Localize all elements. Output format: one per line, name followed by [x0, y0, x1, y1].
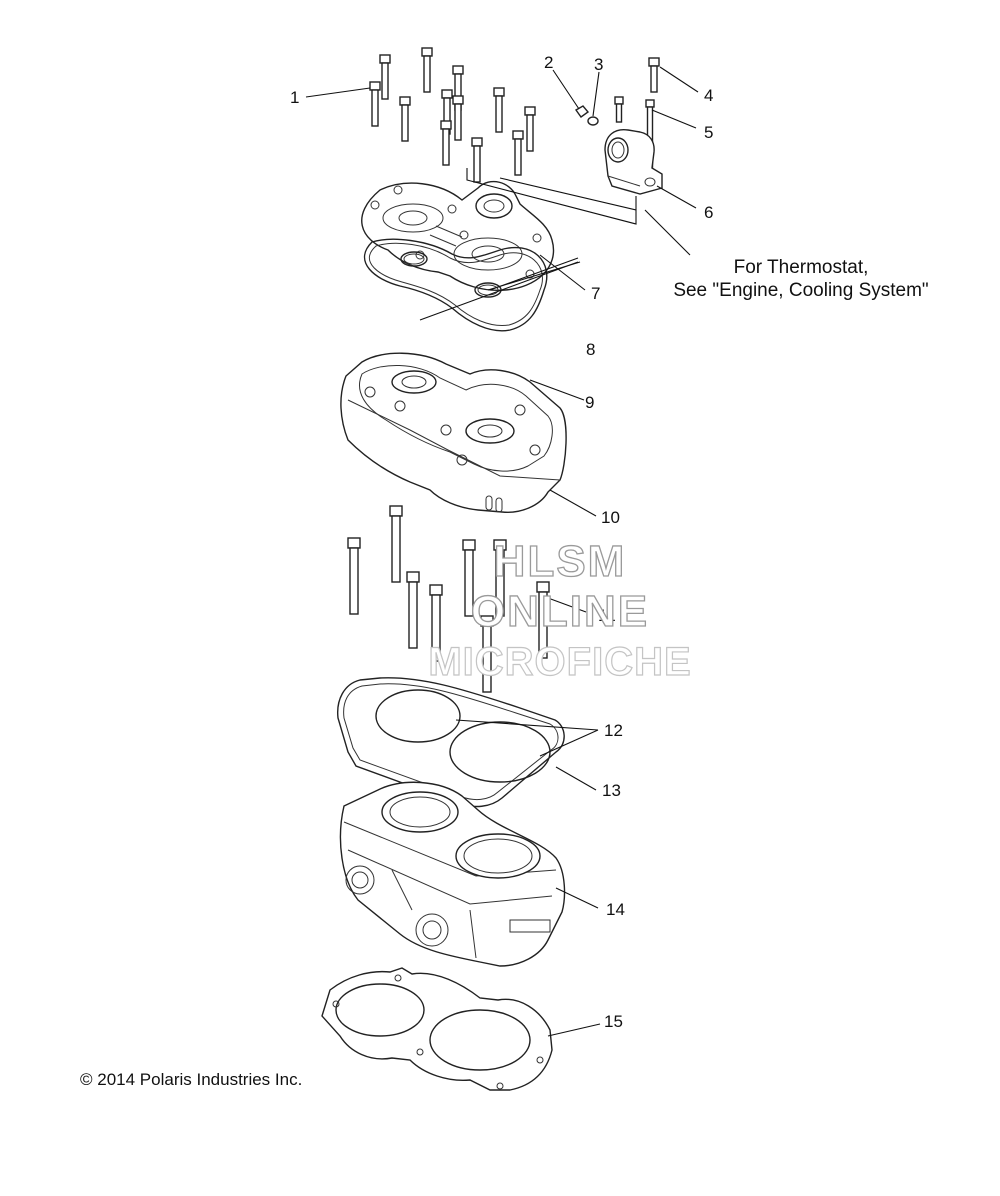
callout-4: 4 [704, 86, 714, 105]
leader-lines [305, 66, 699, 1037]
callout-5: 5 [704, 123, 714, 142]
cylinder-seal-gasket [337, 677, 565, 808]
thermostat-housing-group [574, 57, 663, 195]
bolt [347, 537, 361, 615]
thermostat-note: For Thermostat, See "Engine, Cooling Sys… [646, 256, 956, 302]
washer-3 [587, 116, 599, 126]
head-cover [361, 180, 555, 292]
bolt [440, 120, 452, 166]
bolt [421, 47, 433, 93]
thermostat-note-line-2: See "Engine, Cooling System" [673, 280, 929, 301]
bolt [429, 584, 443, 662]
callout-7: 7 [591, 284, 601, 303]
copyright-notice: © 2014 Polaris Industries Inc. [80, 1070, 303, 1089]
bolt [462, 539, 476, 617]
callout-2: 2 [544, 53, 554, 72]
bolt [493, 539, 507, 617]
callout-10: 10 [601, 508, 620, 527]
bolt [524, 106, 536, 152]
bolt-small [614, 96, 624, 123]
thermostat-reference-bracket [466, 168, 691, 256]
bolt [406, 571, 420, 649]
callout-3: 3 [594, 55, 604, 74]
cylinder-block [339, 781, 566, 967]
head-cover-bolts [369, 47, 536, 183]
bolt [452, 95, 464, 141]
callout-13: 13 [602, 781, 621, 800]
callout-14: 14 [606, 900, 625, 919]
callout-1: 1 [290, 88, 300, 107]
callout-6: 6 [704, 203, 714, 222]
bolt [536, 581, 550, 659]
callout-8: 8 [586, 340, 596, 359]
thermostat-note-line-1: For Thermostat, [733, 257, 869, 278]
cylinder-head [340, 352, 567, 513]
callout-9: 9 [585, 393, 595, 412]
bolt [471, 137, 483, 183]
callout-11: 11 [598, 606, 616, 625]
bolt [512, 130, 524, 176]
bolt [389, 505, 403, 583]
bolt [399, 96, 411, 142]
bolt [379, 54, 391, 100]
callout-12: 12 [604, 721, 623, 740]
base-gasket [321, 967, 553, 1091]
bolt [480, 615, 494, 693]
bolt [369, 81, 381, 127]
bolt [493, 87, 505, 133]
head-o-ring-gasket [363, 238, 548, 332]
thermostat-housing-6 [604, 128, 663, 195]
callout-15: 15 [604, 1012, 623, 1031]
cylinder-bolts [347, 505, 550, 693]
bolt-4 [648, 57, 660, 93]
